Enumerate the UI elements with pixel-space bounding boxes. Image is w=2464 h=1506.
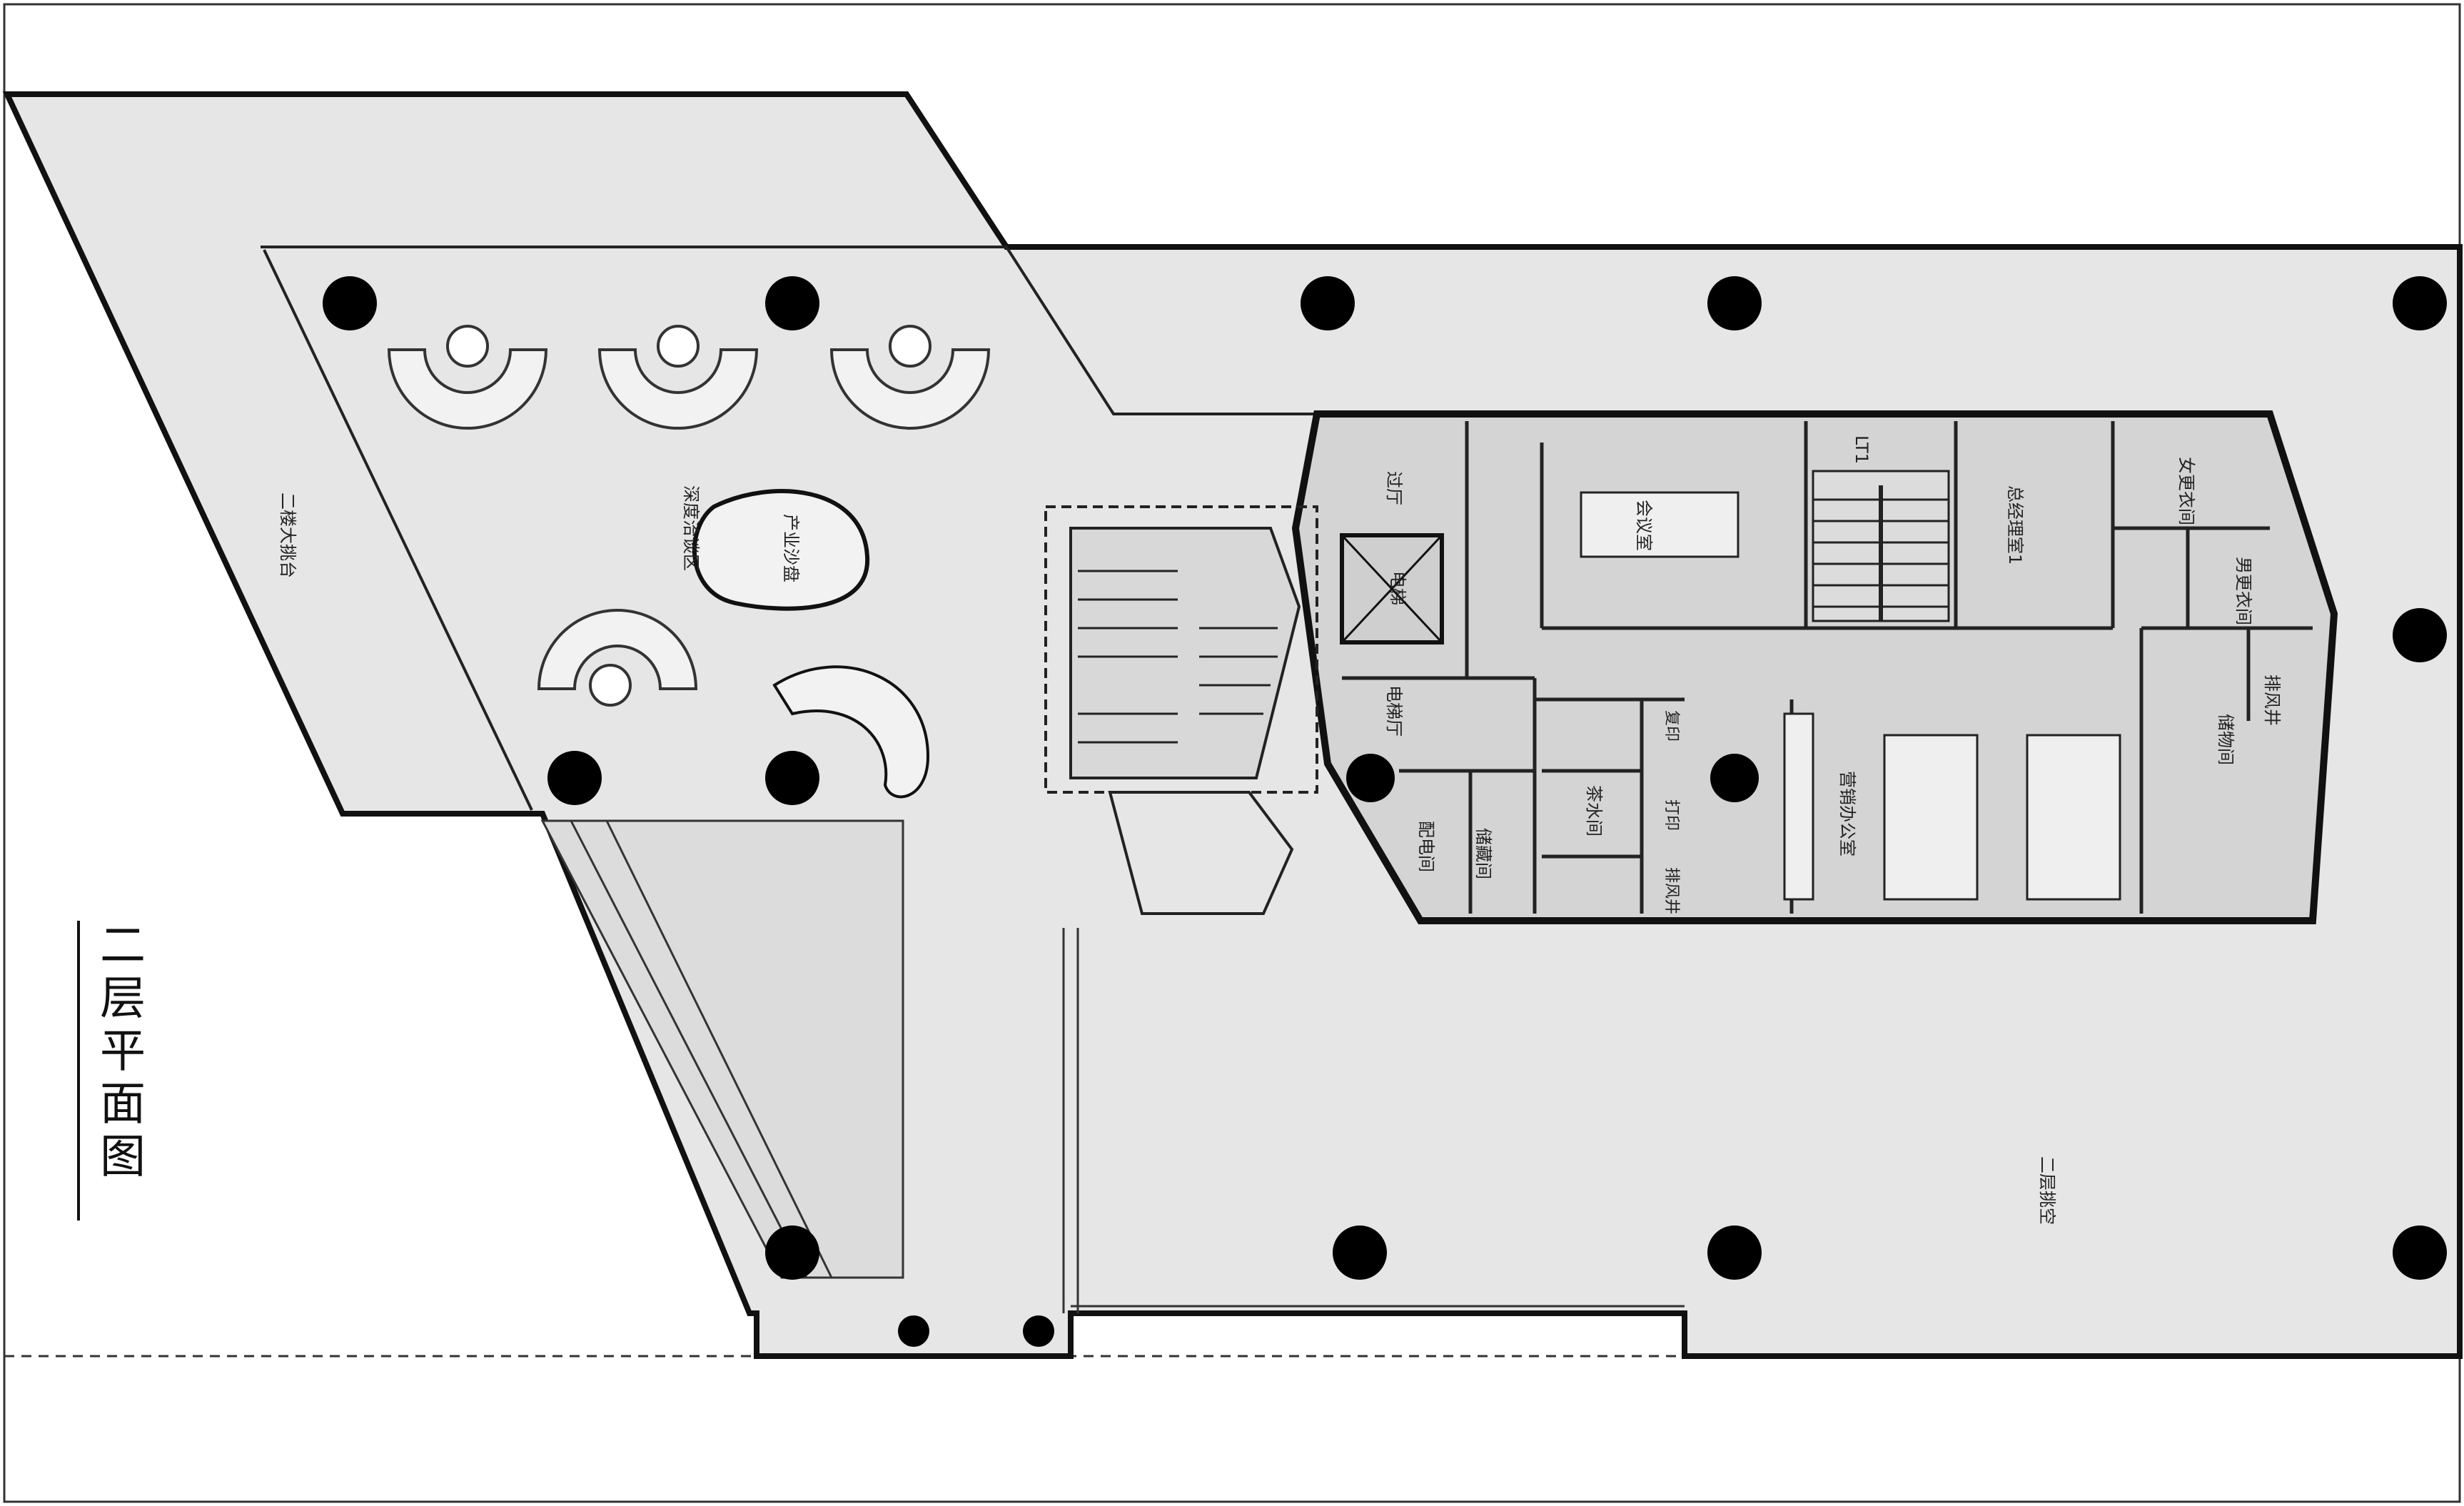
label-tea: 茶水间 <box>1584 785 1604 837</box>
structural-columns <box>323 276 2447 1347</box>
label-copy: 复印 <box>1662 710 1680 742</box>
drawing-title: 二层平面图 <box>92 921 145 1185</box>
stair-lt1 <box>1812 470 1950 622</box>
label-elevator: 电梯 <box>1388 571 1408 605</box>
sand-table <box>692 489 870 611</box>
label-storage-left: 储藏间 <box>1473 828 1493 879</box>
void-rail <box>605 820 833 1278</box>
label-electrical: 配电间 <box>1416 821 1436 872</box>
label-female-locker: 女更衣间 <box>2176 457 2196 525</box>
label-male-locker: 男更衣间 <box>2233 557 2253 625</box>
terrace-balustrade <box>263 249 533 811</box>
label-negotiation: 深度洽谈区 <box>681 485 701 571</box>
office-desks <box>1783 712 2121 901</box>
label-sandtable: 产业沙盘 <box>781 514 801 582</box>
label-meeting: 会议室 <box>1634 500 1654 551</box>
label-foyer: 过厅 <box>1384 471 1404 505</box>
lounge-seating <box>387 325 991 707</box>
label-manager: 总经理室1 <box>2005 485 2025 565</box>
label-exhaust-b: 排风井 <box>1662 867 1680 914</box>
label-storage-right: 储物间 <box>2216 714 2236 765</box>
interior-walls <box>1342 421 2313 914</box>
title-underline <box>77 921 80 1221</box>
label-office: 营销办公室 <box>1837 771 1857 856</box>
reception-desk <box>772 665 930 799</box>
terrace-inner-edge <box>261 246 1321 415</box>
label-void: 二层挑空 <box>2037 1156 2057 1225</box>
elevator-cross <box>1340 534 1443 644</box>
void-lower <box>540 819 904 1279</box>
label-print: 打印 <box>1662 799 1680 831</box>
feature-staircase <box>1044 505 1318 915</box>
label-elevator-hall: 电梯厅 <box>1384 685 1404 737</box>
label-exhaust-a: 排风井 <box>2262 674 2282 726</box>
label-stair: LT1 <box>1852 435 1872 464</box>
label-terrace: 二楼大挑台 <box>278 492 298 578</box>
meeting-table <box>1580 491 1740 558</box>
void-rail <box>570 820 808 1278</box>
drawing-title-box: 二层平面图 <box>86 921 145 1221</box>
